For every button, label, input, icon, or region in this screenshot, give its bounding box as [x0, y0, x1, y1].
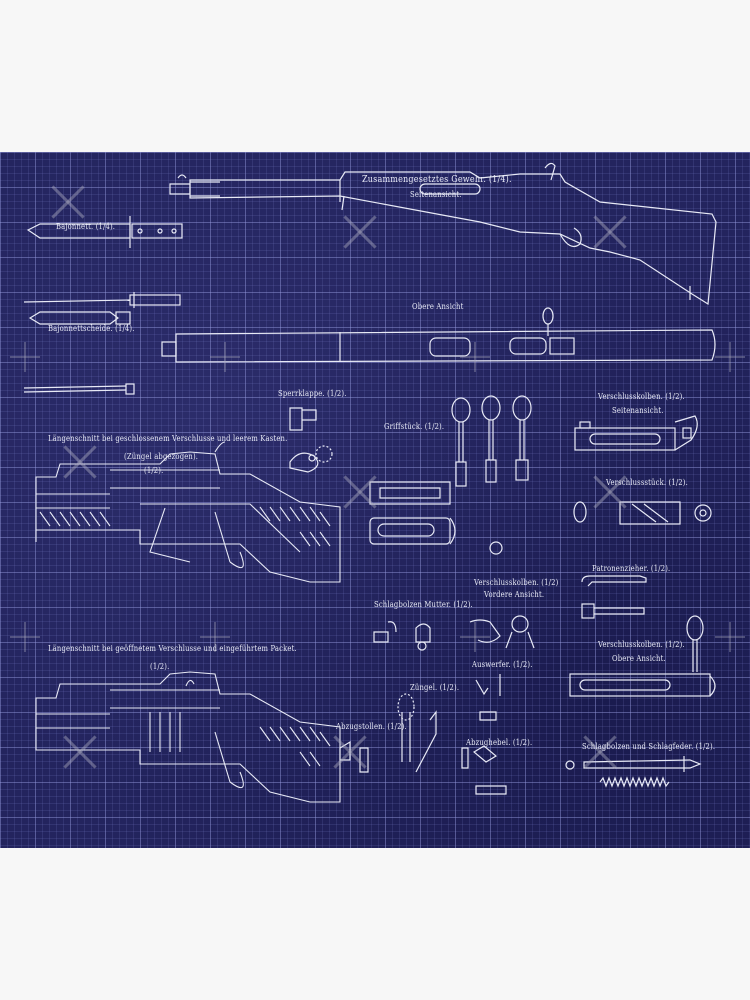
rifle-side-view: [169, 162, 717, 306]
bolt-top-drawing: [569, 615, 716, 697]
sear-label: Abzugstollen. (1/2).: [336, 722, 407, 731]
trigger-label: Züngel. (1/2).: [410, 683, 460, 692]
blueprint-poster: Zusammengesetztes Gewehr. (1/4). Seitena…: [0, 152, 750, 848]
section-closed-label: Längenschnitt bei geschlossenem Verschlu…: [48, 434, 288, 443]
bolt-side-drawing: [574, 415, 698, 451]
bayonet-label: Bajonnett. (1/4).: [56, 222, 116, 231]
top-view-label: Obere Ansicht: [412, 302, 464, 311]
bolt-piece-label: Verschlussstück. (1/2).: [606, 478, 688, 487]
bolt-side-sublabel: Seitenansicht.: [612, 406, 664, 415]
section-open-scale: (1/2).: [150, 662, 170, 671]
grip-piece-drawing: [369, 395, 532, 555]
firing-pin-spring-label: Schlagbolzen und Schlagfeder. (1/2).: [582, 742, 716, 751]
bolt-top-sublabel: Obere Ansicht.: [612, 654, 666, 663]
bolt-front-label: Verschlusskolben. (1/2): [474, 578, 559, 587]
bolt-top-label: Verschlusskolben. (1/2).: [598, 640, 685, 649]
rifle-top-view: [161, 307, 716, 363]
scabbard-drawing: [23, 311, 135, 395]
firing-pin-spring-drawing: [565, 756, 702, 788]
rifle-blueprint-drawing: [23, 162, 717, 803]
section-closed-scale: (1/2).: [144, 466, 164, 475]
grip-piece-label: Griffstück. (1/2).: [384, 422, 445, 431]
side-view-label: Seitenansicht.: [410, 190, 462, 199]
bolt-piece-drawing: [573, 501, 712, 525]
firing-pin-nut-label: Schlagbolzen Mutter. (1/2).: [374, 600, 473, 609]
extractor-drawing: [581, 575, 647, 619]
small-parts-drawings: [339, 615, 535, 795]
scabbard-label: Bajonnettscheide. (1/4).: [48, 324, 135, 333]
title-label: Zusammengesetztes Gewehr. (1/4).: [362, 174, 512, 185]
section-open-label: Längenschnitt bei geöffnetem Verschlusse…: [48, 644, 297, 653]
ejector-label: Auswerfer. (1/2).: [472, 660, 533, 669]
trigger-lever-label: Abzughebel. (1/2).: [466, 738, 533, 747]
section-open-drawing: [35, 671, 341, 803]
section-closed-note: (Züngel abgezogen).: [124, 452, 199, 461]
section-closed-drawing: [35, 441, 341, 583]
bolt-front-sublabel: Vordere Ansicht.: [484, 590, 545, 599]
extractor-label: Patronenzieher. (1/2).: [592, 564, 671, 573]
bayonet-drawing: [23, 216, 183, 308]
bolt-side-label: Verschlusskolben. (1/2).: [598, 392, 685, 401]
locking-flap-label: Sperrklappe. (1/2).: [278, 389, 347, 398]
locking-flap-drawing: [289, 407, 333, 473]
